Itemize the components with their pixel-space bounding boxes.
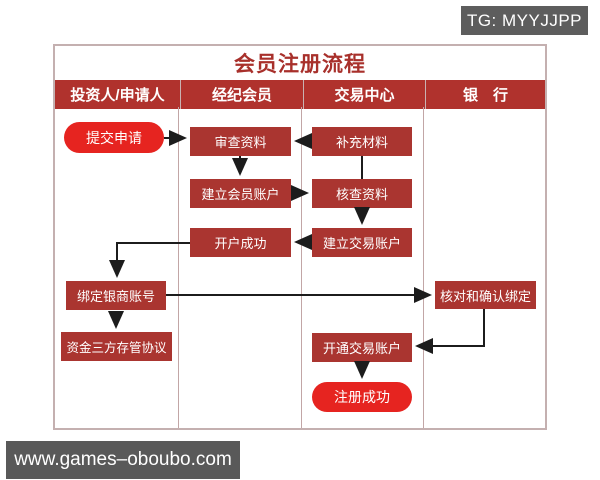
node-check-confirm-binding: 核对和确认绑定 <box>435 281 536 309</box>
node-tripartite-agreement: 资金三方存管协议 <box>61 332 172 361</box>
node-supplement-materials: 补充材料 <box>312 127 412 156</box>
flowchart-table: 会员注册流程 投资人/申请人 经纪会员 交易中心 银 行 <box>53 44 547 430</box>
node-create-trading-account: 建立交易账户 <box>312 228 412 257</box>
column-header-row: 投资人/申请人 经纪会员 交易中心 银 行 <box>55 80 545 109</box>
node-create-member-account: 建立会员账户 <box>190 179 291 208</box>
node-activate-trading-account: 开通交易账户 <box>312 333 412 362</box>
tg-badge: TG: MYYJJPP <box>461 6 588 35</box>
column-divider-2 <box>301 107 302 428</box>
node-submit-application: 提交申请 <box>64 122 164 153</box>
node-bind-bank-account: 绑定银商账号 <box>66 281 166 310</box>
column-header-exchange: 交易中心 <box>303 80 425 109</box>
watermark-url: www.games–oboubo.com <box>6 441 240 479</box>
column-header-bank: 银 行 <box>425 80 545 109</box>
node-verify-materials: 核查资料 <box>312 179 412 208</box>
column-divider-1 <box>178 107 179 428</box>
column-divider-3 <box>423 107 424 428</box>
column-header-broker: 经纪会员 <box>180 80 303 109</box>
node-registration-success: 注册成功 <box>312 382 412 412</box>
node-review-materials: 审查资料 <box>190 127 291 156</box>
flowchart-title: 会员注册流程 <box>234 53 366 76</box>
node-account-opened: 开户成功 <box>190 228 291 257</box>
column-header-investor: 投资人/申请人 <box>70 87 165 104</box>
